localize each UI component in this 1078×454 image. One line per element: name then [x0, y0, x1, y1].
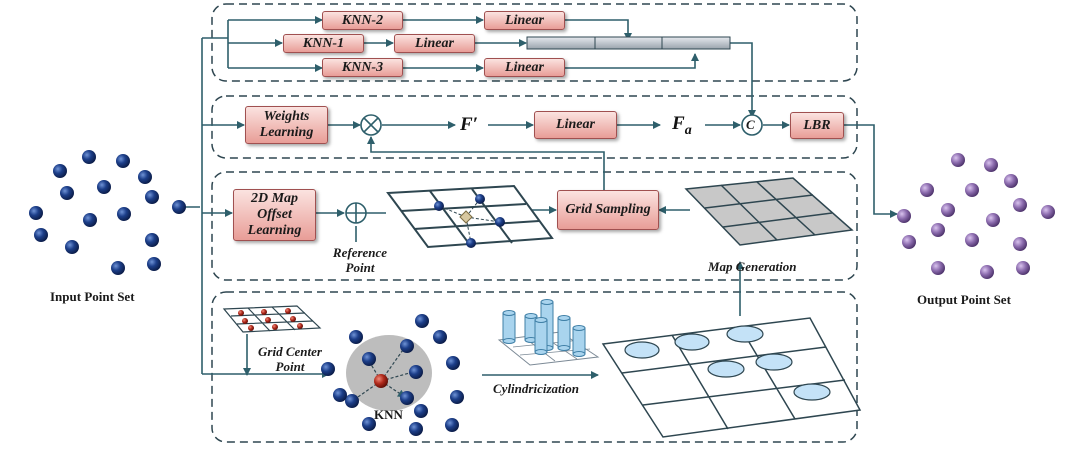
knn-label: KNN	[374, 407, 403, 422]
output-point-set-label: Output Point Set	[917, 292, 1011, 307]
f-a-label: Fa	[672, 113, 692, 139]
cylindrization-label: Cylindricization	[493, 381, 579, 396]
linear-box-knn3: Linear	[484, 58, 565, 77]
linear-box-knn1: Linear	[394, 34, 475, 53]
section-borders	[211, 3, 858, 443]
grid-center-label: Grid Center Point	[258, 344, 322, 374]
cylinders-illustration	[497, 299, 600, 366]
concat-node	[741, 114, 763, 136]
weights-learning-box: Weights Learning	[245, 106, 328, 144]
linear-box-knn2: Linear	[484, 11, 565, 30]
feature-bar-seg-1	[526, 36, 596, 50]
feature-bar	[526, 36, 731, 50]
lbr-box: LBR	[790, 112, 844, 139]
add-node	[345, 202, 367, 224]
map-generation-label: Map Generation	[708, 259, 797, 274]
linear-box-attention: Linear	[534, 111, 617, 139]
attention-section-border	[211, 95, 858, 159]
input-point-set	[29, 150, 186, 275]
knn1-box: KNN-1	[283, 34, 364, 53]
grid-center-grid	[222, 305, 322, 333]
offset-section-border	[211, 171, 858, 281]
output-point-set	[897, 153, 1055, 279]
knn3-box: KNN-3	[322, 58, 403, 77]
concat-symbol: C	[746, 117, 755, 132]
reference-point-label: Reference Point	[332, 245, 388, 275]
feature-bar-seg-3	[661, 36, 731, 50]
f-a-sub: a	[684, 122, 692, 138]
f-a-main: F	[672, 113, 685, 134]
grid-sampling-box: Grid Sampling	[557, 190, 659, 230]
input-point-set-label: Input Point Set	[50, 289, 135, 304]
offset-grid	[386, 184, 554, 249]
knn-section-border	[211, 3, 858, 82]
bottom-section-border	[211, 291, 858, 443]
knn2-box: KNN-2	[322, 11, 403, 30]
offset-learning-box: 2D Map Offset Learning	[233, 189, 316, 241]
connectors	[180, 16, 898, 379]
map-grid	[684, 177, 854, 246]
multiply-node	[360, 114, 382, 136]
knn-neighborhood	[321, 314, 464, 436]
f-prime-label: F′	[460, 114, 479, 135]
cylinder-map-grid	[601, 317, 862, 438]
feature-bar-seg-2	[594, 36, 663, 50]
